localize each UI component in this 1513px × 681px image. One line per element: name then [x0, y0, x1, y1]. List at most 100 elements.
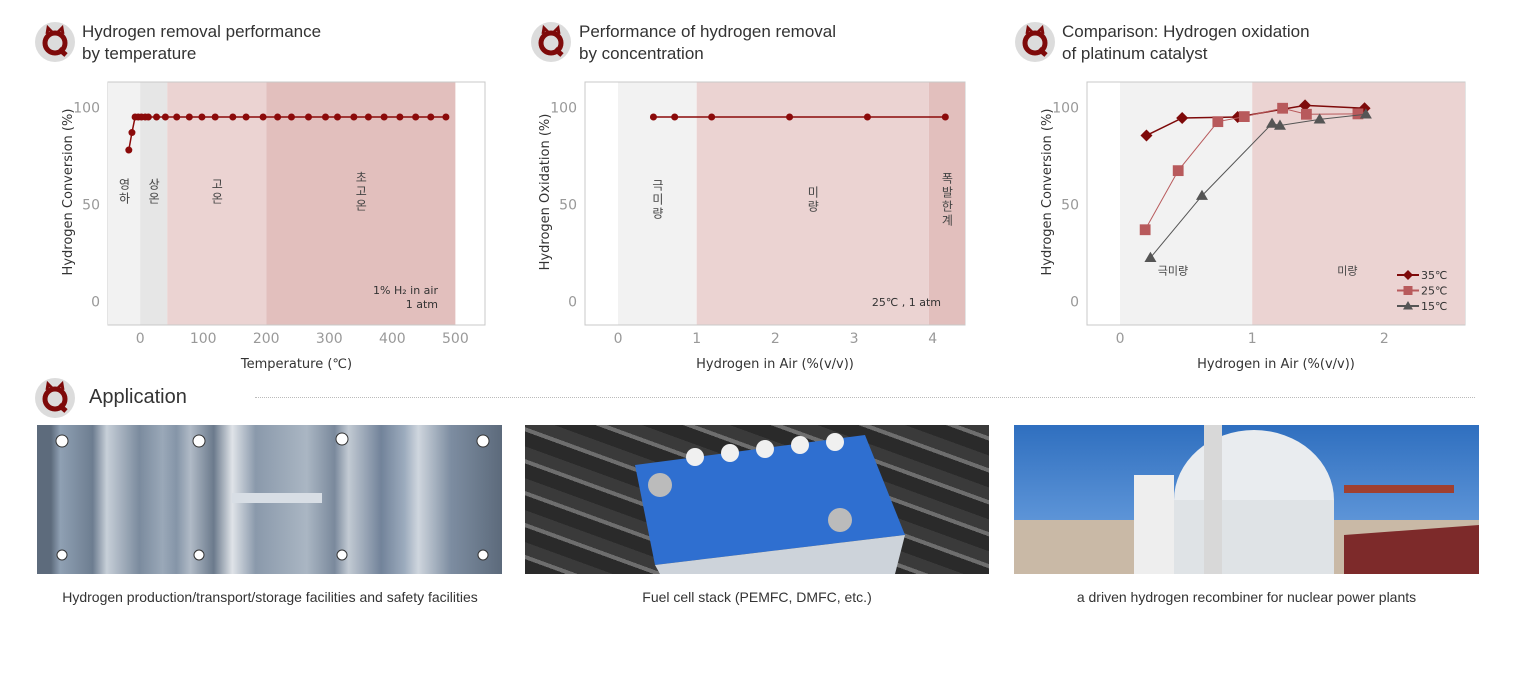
x-tick-label: 0 — [614, 331, 623, 347]
region-label: 상온 — [147, 178, 161, 206]
logo-icon — [1015, 22, 1055, 62]
logo-icon — [531, 22, 571, 62]
data-point — [1140, 129, 1153, 142]
data-point — [1238, 111, 1250, 123]
battery-illustration — [635, 433, 905, 574]
x-tick-label: 300 — [316, 331, 343, 347]
region-2 — [928, 82, 965, 325]
x-tick-label: 2 — [1380, 331, 1389, 347]
annotation: 1% H₂ in air — [373, 284, 438, 297]
data-point — [1403, 270, 1413, 280]
x-axis-title: Temperature (℃) — [240, 357, 352, 372]
data-point — [1139, 224, 1151, 236]
x-tick-label: 0 — [136, 331, 145, 347]
data-point — [1195, 189, 1208, 200]
data-point — [287, 113, 295, 121]
x-axis-title: Hydrogen in Air (%(v/v)) — [696, 357, 854, 372]
data-point — [1231, 110, 1244, 123]
annotation: 1 atm — [406, 298, 438, 311]
y-axis-title: Hydrogen Conversion (%) — [61, 109, 76, 276]
x-tick-label: 4 — [928, 331, 937, 347]
photo-nuclear-plant — [1014, 425, 1479, 574]
y-tick-label: 50 — [559, 197, 577, 213]
region-1 — [140, 82, 168, 325]
region-3 — [266, 82, 456, 325]
data-point — [649, 113, 657, 121]
data-point — [242, 113, 250, 121]
y-axis-title: Hydrogen Oxidation (%) — [538, 114, 553, 271]
region-label: 고온 — [210, 178, 224, 206]
y-axis-title: Hydrogen Conversion (%) — [1040, 109, 1055, 276]
title-line: of platinum catalyst — [1062, 44, 1208, 63]
y-tick-label: 0 — [91, 295, 100, 311]
data-point — [211, 113, 219, 121]
data-point — [153, 113, 161, 121]
data-point — [364, 113, 372, 121]
data-point — [1277, 102, 1289, 114]
caption-hydrogen-facilities: Hydrogen production/transport/storage fa… — [62, 589, 478, 605]
x-tick-label: 500 — [442, 331, 469, 347]
data-point — [1212, 116, 1224, 128]
x-tick-label: 1 — [692, 331, 701, 347]
data-point — [1403, 286, 1413, 295]
data-point — [442, 113, 450, 121]
annotation: 25℃ , 1 atm — [872, 296, 941, 309]
data-point — [1403, 301, 1413, 310]
nuclear-plant-illustration — [1014, 425, 1479, 574]
divider — [255, 397, 1475, 398]
data-point — [941, 113, 949, 121]
data-point — [1144, 251, 1157, 262]
x-tick-label: 3 — [850, 331, 859, 347]
data-point — [412, 113, 420, 121]
data-point — [1313, 113, 1326, 124]
data-point — [708, 113, 716, 121]
data-point — [128, 129, 136, 137]
chart-1-title: Hydrogen removal performance by temperatu… — [82, 21, 321, 65]
title-line: Performance of hydrogen removal — [579, 22, 837, 41]
data-point — [1273, 119, 1286, 130]
data-point — [1172, 165, 1184, 177]
y-tick-label: 100 — [73, 100, 100, 116]
data-point — [144, 113, 152, 121]
y-tick-label: 0 — [568, 295, 577, 311]
data-point — [427, 113, 435, 121]
x-tick-label: 1 — [1248, 331, 1257, 347]
region-0 — [108, 82, 141, 325]
data-point — [350, 113, 358, 121]
title-line: by concentration — [579, 44, 704, 63]
photo-hydrogen-tanks — [37, 425, 502, 574]
x-tick-label: 200 — [253, 331, 280, 347]
data-point — [185, 113, 193, 121]
data-point — [1299, 99, 1312, 112]
application-title: Application — [89, 386, 187, 408]
data-point — [333, 113, 341, 121]
data-point — [125, 146, 133, 154]
tanks-illustration — [55, 432, 490, 561]
x-tick-label: 100 — [190, 331, 217, 347]
region-label: 폭발한계 — [940, 172, 954, 228]
region-1 — [696, 82, 929, 325]
data-point — [161, 113, 169, 121]
region-label: 초고온 — [354, 171, 368, 213]
region-label: 영하 — [117, 178, 131, 206]
logo-icon — [35, 22, 75, 62]
caption-nuclear: a driven hydrogen recombiner for nuclear… — [1076, 589, 1417, 605]
data-point — [259, 113, 267, 121]
title-line: Hydrogen removal performance — [82, 22, 322, 41]
data-point — [274, 113, 282, 121]
data-point — [304, 113, 312, 121]
data-point — [786, 113, 794, 121]
x-axis-title: Hydrogen in Air (%(v/v)) — [1197, 357, 1355, 372]
title-line: Comparison: Hydrogen oxidation — [1062, 22, 1310, 41]
x-tick-label: 0 — [1116, 331, 1125, 347]
legend-label: 25℃ — [1421, 285, 1447, 298]
title-line: by temperature — [82, 44, 197, 63]
region-label: 미량 — [1337, 264, 1357, 277]
data-point — [1266, 117, 1279, 128]
y-tick-label: 50 — [1061, 197, 1079, 213]
data-point — [1176, 111, 1189, 124]
data-point — [173, 113, 181, 121]
